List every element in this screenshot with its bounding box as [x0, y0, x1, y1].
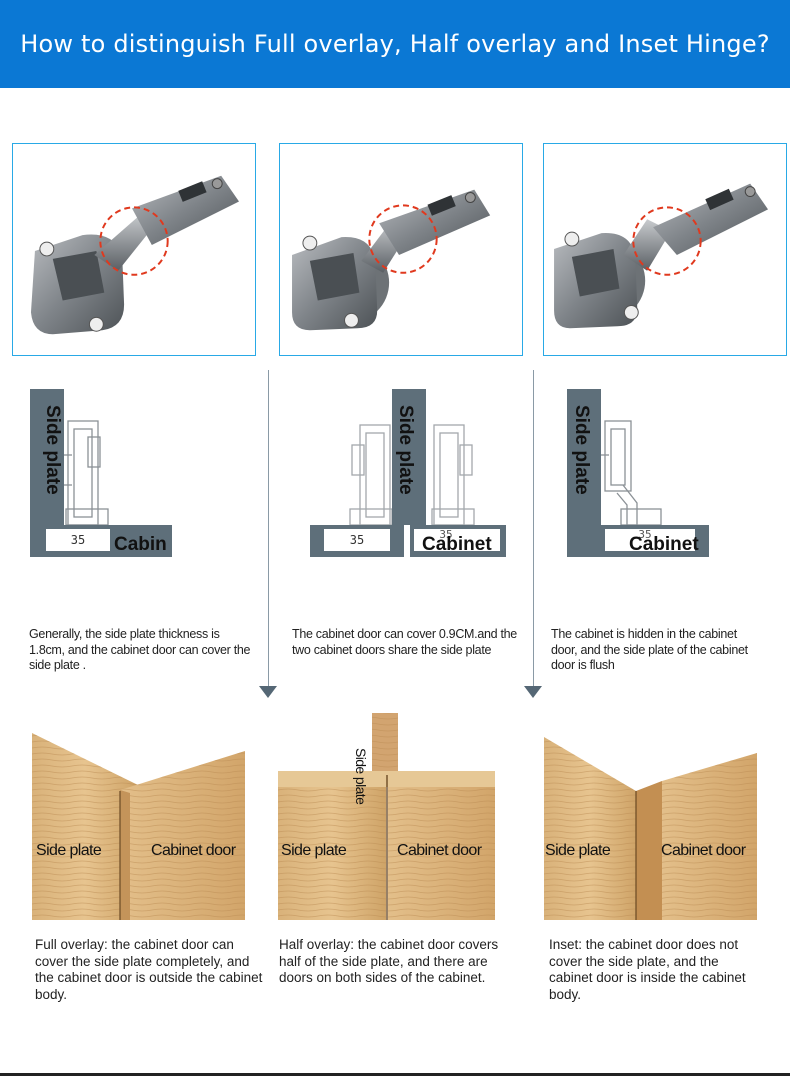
wood-full-overlay [32, 715, 247, 920]
wood-label-side-plate: Side plate [36, 842, 102, 859]
arrow-line-left [268, 370, 269, 686]
diagram-full-overlay: Side plate 35 Cabin [28, 385, 178, 565]
cabinet-label: Cabinet [629, 534, 699, 555]
hinge-photo-half-overlay [279, 143, 523, 356]
description-full-overlay: Generally, the side plate thickness is 1… [29, 627, 251, 672]
caption-full-overlay: Full overlay: the cabinet door can cover… [35, 937, 263, 1002]
wood-label-side-plate: Side plate [281, 842, 347, 859]
page-title: How to distinguish Full overlay, Half ov… [20, 30, 770, 58]
wood-inset [544, 715, 757, 920]
wood-label-cabinet-door: Cabinet door [661, 842, 746, 859]
diagram-inset: Side plate 35 Cabinet [565, 385, 715, 565]
wood-label-side-plate-top: Side plate [353, 748, 369, 805]
side-plate-label: Side plate [395, 405, 416, 495]
side-plate-label: Side plate [42, 405, 63, 495]
cabinet-label: Cabin [114, 534, 167, 555]
diagram-half-overlay: Side plate 35 35 Cabinet [310, 385, 510, 565]
wood-label-cabinet-door: Cabinet door [151, 842, 236, 859]
wood-label-side-plate: Side plate [545, 842, 611, 859]
arrow-line-right [533, 370, 534, 686]
description-half-overlay: The cabinet door can cover 0.9CM.and the… [292, 627, 517, 657]
wood-half-overlay [278, 713, 495, 920]
caption-inset: Inset: the cabinet door does not cover t… [549, 937, 746, 1002]
measure-35: 35 [638, 528, 651, 541]
measure-35-left: 35 [350, 533, 364, 547]
description-inset: The cabinet is hidden in the cabinet doo… [551, 627, 748, 672]
page-header: How to distinguish Full overlay, Half ov… [0, 0, 790, 88]
caption-half-overlay: Half overlay: the cabinet door covers ha… [279, 937, 499, 985]
measure-35-right: 35 [439, 528, 452, 541]
measure-35: 35 [71, 533, 85, 547]
arrow-down-icon [524, 686, 542, 698]
side-plate-label: Side plate [571, 405, 592, 495]
hinge-photo-inset [543, 143, 787, 356]
wood-label-cabinet-door: Cabinet door [397, 842, 482, 859]
cabinet-label: Cabinet [422, 534, 492, 555]
hinge-photo-full-overlay [12, 143, 256, 356]
arrow-down-icon [259, 686, 277, 698]
bottom-rule [0, 1073, 790, 1076]
